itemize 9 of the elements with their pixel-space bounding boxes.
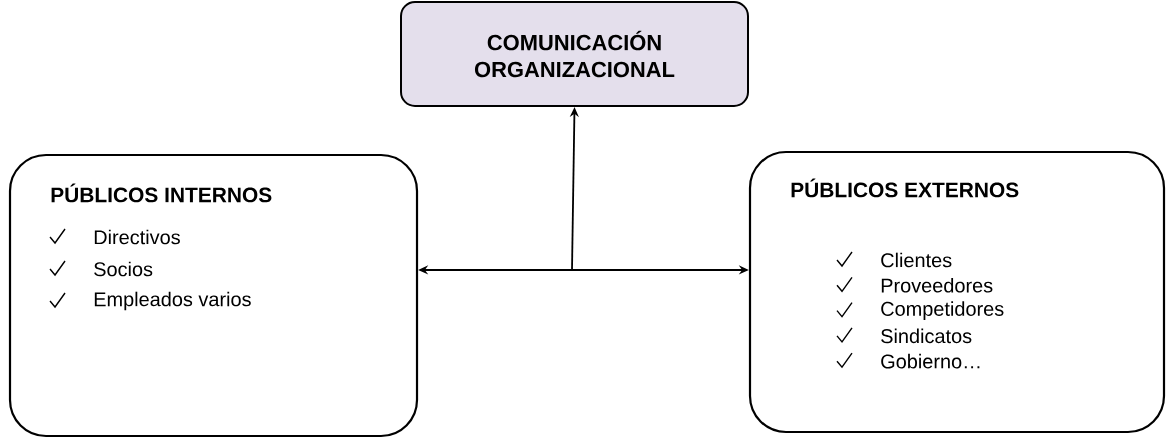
list-item: Clientes [836,251,952,268]
list-item: Proveedores [836,276,993,293]
title-box: COMUNICACIÓN ORGANIZACIONAL [400,1,749,107]
list-item: Competidores [836,301,1004,320]
list-item: Directivos [49,228,180,245]
list-item: Socios [49,260,153,277]
list-item: Empleados varios [49,291,251,311]
list-item: Sindicatos [836,327,972,344]
list-item: Gobierno… [836,352,980,369]
